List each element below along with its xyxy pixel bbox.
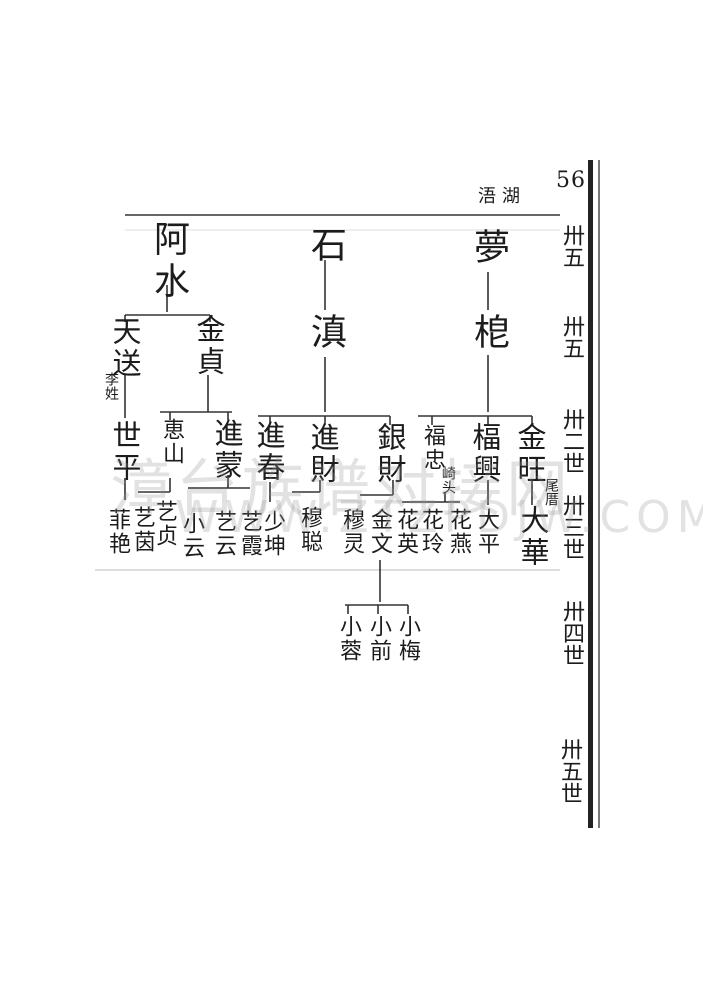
- person-name: 小梅: [395, 615, 420, 663]
- person-name: 福忠: [420, 424, 445, 472]
- watermark-url: WWW.ZTZPDJW.COM: [175, 492, 703, 543]
- person-name: 天送: [108, 316, 142, 380]
- person-name: 石: [305, 226, 346, 268]
- person-name: 世平: [108, 420, 142, 484]
- person-name: 少坤: [260, 510, 285, 558]
- person-name: 小蓉: [336, 615, 361, 663]
- person-name: 金貞: [192, 314, 226, 378]
- person-name: 艺贞: [152, 500, 177, 548]
- location-note: 尾厝: [543, 478, 559, 506]
- generation-label: 卅五: [559, 315, 584, 359]
- person-name: 進蒙: [210, 418, 244, 482]
- generation-label: 卅四世: [559, 600, 584, 666]
- generation-label: 卅三世: [559, 494, 584, 560]
- person-name: 阿水: [148, 220, 189, 304]
- generation-label: 卅二世: [559, 408, 584, 474]
- person-name: 艺茵: [130, 506, 155, 554]
- person-name: 恵山: [159, 418, 184, 466]
- person-name: 艺云: [211, 510, 236, 558]
- person-name: 艺霞: [237, 510, 262, 558]
- person-name: 花英: [393, 508, 418, 556]
- person-name: 花燕: [446, 508, 471, 556]
- person-name: 大華: [516, 505, 550, 569]
- generation-label: 卅五世: [557, 738, 582, 804]
- page-number: 56: [556, 168, 586, 193]
- village-name: 浯湖: [478, 186, 526, 207]
- person-name: 小云: [179, 512, 204, 560]
- person-name: 菲艳: [105, 508, 130, 556]
- person-name: 穆聪: [297, 506, 322, 554]
- person-name: 夢: [468, 228, 509, 270]
- person-name: 金旺: [513, 422, 547, 486]
- person-name: 穆灵: [339, 508, 364, 556]
- person-name: 楅興: [468, 422, 502, 486]
- surname-note: 李姓: [103, 372, 119, 400]
- person-name: 進財: [306, 422, 340, 486]
- watermark-text: 漳台族谱对接网: [110, 452, 573, 525]
- person-name: 滇: [305, 313, 346, 355]
- person-name: 花玲: [418, 508, 443, 556]
- person-name: 梎: [468, 313, 509, 355]
- person-name: 小前: [366, 615, 391, 663]
- person-name: 大平: [474, 508, 499, 556]
- person-name: 銀財: [373, 422, 407, 486]
- person-name: 進春: [252, 420, 286, 484]
- binding-spine-inner: [598, 160, 600, 828]
- person-name: 金文: [367, 508, 392, 556]
- location-note: 崎头: [440, 466, 456, 494]
- generation-label: 卅五: [559, 224, 584, 268]
- binding-spine: [588, 160, 593, 828]
